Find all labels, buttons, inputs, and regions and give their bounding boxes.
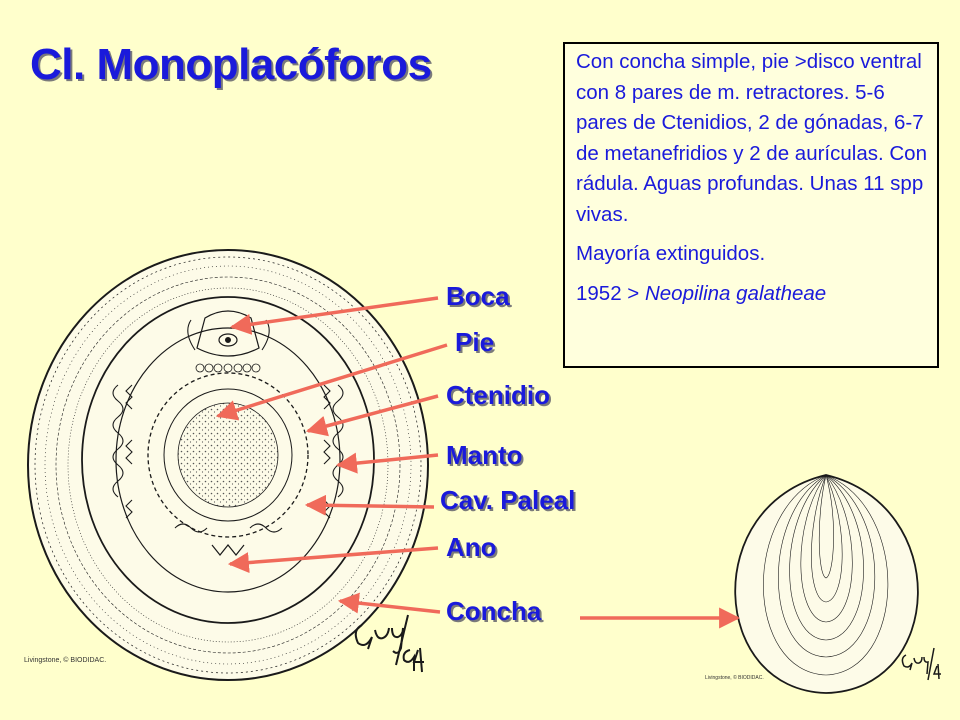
credit-right: Livingstone, © BIODIDAC.	[705, 675, 764, 681]
specimen-ventral-view	[27, 249, 429, 681]
label-cav-paleal: Cav. Paleal	[440, 485, 576, 515]
arrow-concha-ventral	[337, 592, 441, 614]
label-manto: Manto	[446, 440, 523, 470]
arrow-pie	[215, 343, 448, 421]
pointer-arrows	[215, 296, 741, 629]
arrow-boca	[229, 296, 439, 335]
arrow-manto	[335, 452, 439, 474]
label-ano: Ano	[446, 532, 497, 562]
credit-left: Livingstone, © BIODIDAC.	[24, 657, 107, 664]
page-title: Cl. Monoplacóforos	[30, 40, 432, 89]
info-note: Mayoría extinguidos.	[576, 242, 766, 265]
discovery-prefix: 1952 >	[576, 281, 645, 305]
arrow-ctenidio	[305, 394, 439, 437]
label-pie: Pie	[455, 327, 495, 357]
label-ctenidio: Ctenidio	[446, 380, 550, 410]
label-concha: Concha	[446, 596, 542, 626]
info-discovery: 1952 > Neopilina galatheae	[576, 279, 929, 310]
discovery-species: Neopilina galatheae	[644, 281, 827, 305]
info-description: Con concha simple, pie >disco ventral co…	[576, 50, 927, 226]
info-box: Con concha simple, pie >disco ventral co…	[563, 42, 939, 368]
arrow-cav-paleal	[304, 494, 435, 516]
shell-dorsal-view	[734, 474, 919, 694]
label-boca: Boca	[446, 281, 510, 311]
signature-right	[901, 647, 941, 681]
signature-left	[354, 614, 424, 673]
arrow-ano	[227, 546, 439, 574]
